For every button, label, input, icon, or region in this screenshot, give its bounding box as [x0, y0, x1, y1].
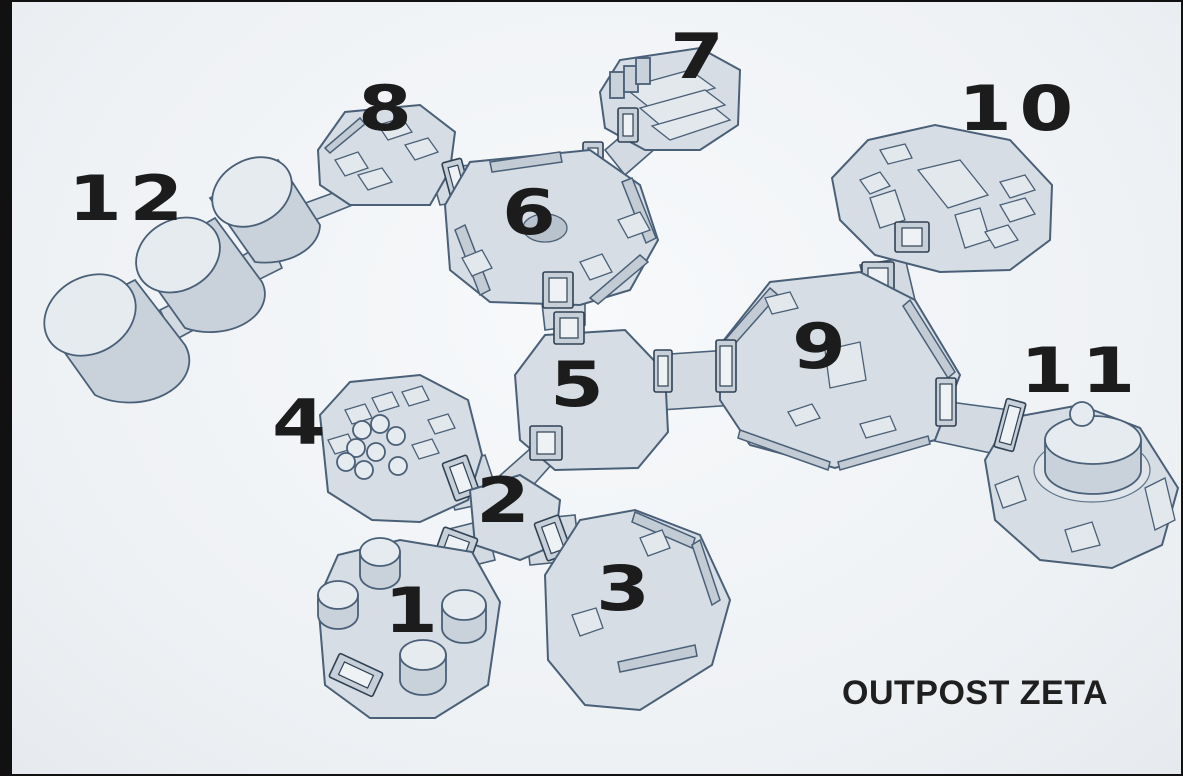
tank-shape	[354, 460, 374, 480]
room-label-2: 2	[476, 464, 538, 537]
crate	[879, 143, 913, 165]
room-6-module	[443, 148, 660, 309]
room-label-8: 8	[358, 72, 420, 145]
room-10-module	[830, 123, 1054, 295]
tank-shape	[135, 216, 221, 294]
crate	[356, 167, 394, 191]
wall-segment	[631, 510, 696, 550]
tank-shape	[359, 537, 401, 567]
room-1-module	[316, 537, 502, 719]
crate	[461, 249, 493, 277]
tank-shape	[336, 452, 356, 472]
wall-segment	[837, 435, 931, 471]
room-12-tanks	[43, 156, 321, 404]
crate	[916, 159, 990, 209]
room-label-10: 10	[958, 72, 1081, 145]
room-label-1: 1	[384, 574, 446, 647]
door-icon	[559, 317, 579, 339]
crate	[859, 415, 897, 439]
tank-shape	[43, 273, 137, 357]
wall-segment	[489, 151, 563, 173]
wall-segment	[737, 429, 831, 471]
crate	[999, 197, 1036, 223]
crate	[764, 291, 799, 315]
crate	[344, 403, 373, 425]
room-label-5: 5	[550, 348, 612, 421]
room-5-module	[513, 311, 673, 472]
crate	[1144, 477, 1176, 531]
console-shape	[522, 213, 568, 243]
door-icon	[622, 113, 634, 137]
crate	[371, 391, 400, 413]
door-icon	[337, 661, 375, 689]
crate	[411, 438, 440, 460]
crate	[638, 89, 727, 126]
room-label-9: 9	[792, 310, 854, 383]
room-label-3: 3	[596, 552, 658, 625]
door-icon	[548, 277, 568, 303]
room-label-7: 7	[670, 20, 732, 93]
room-8-module	[316, 103, 471, 206]
crate	[427, 413, 456, 435]
room-3-module	[543, 508, 732, 712]
tank-shape	[441, 589, 487, 621]
tank-shape	[366, 442, 386, 462]
crate	[858, 171, 892, 195]
room-label-6: 6	[502, 176, 564, 249]
tank-shape	[386, 426, 406, 446]
crate	[571, 607, 604, 637]
wall-segment	[588, 254, 650, 305]
wall-segment	[691, 538, 721, 607]
door-icon	[657, 355, 669, 387]
crate	[401, 385, 430, 407]
tank-shape	[346, 438, 366, 458]
tank-shape	[388, 456, 408, 476]
crate	[869, 189, 906, 229]
wall-segment	[617, 644, 698, 673]
crate	[617, 211, 651, 239]
tank-shape	[635, 57, 651, 85]
tank-shape	[317, 580, 359, 610]
door-icon	[719, 345, 733, 387]
room-3-floor	[543, 508, 732, 712]
door-icon	[448, 461, 474, 495]
map-title: OUTPOST ZETA	[842, 674, 1109, 712]
crate	[639, 529, 671, 557]
tank-shape	[609, 71, 625, 99]
tank-shape	[352, 420, 372, 440]
crate	[983, 224, 1020, 249]
crate	[1064, 521, 1101, 553]
tank-shape	[1069, 401, 1095, 427]
room-9-module	[715, 270, 962, 471]
crate	[403, 137, 440, 161]
room-label-11: 11	[1020, 334, 1143, 407]
tank-shape	[211, 156, 293, 228]
crate	[787, 403, 821, 427]
crate	[623, 69, 717, 109]
crate	[334, 151, 369, 177]
room-label-12: 12	[68, 162, 191, 235]
room-4-module	[318, 373, 484, 524]
crate	[994, 475, 1027, 509]
tank-shape	[370, 414, 390, 434]
room-label-4: 4	[272, 386, 334, 459]
door-icon	[901, 227, 923, 247]
crate	[998, 174, 1037, 199]
wall-segment	[323, 116, 367, 155]
door-icon	[536, 431, 556, 455]
crate	[824, 341, 867, 389]
tank-shape	[1044, 415, 1142, 465]
door-icon	[998, 404, 1022, 446]
door-icon	[540, 521, 566, 555]
door-icon	[939, 383, 953, 421]
room-11-module	[983, 397, 1180, 570]
crate	[579, 253, 613, 281]
crate	[650, 107, 732, 141]
tank-shape	[399, 639, 447, 671]
crate	[376, 117, 414, 141]
